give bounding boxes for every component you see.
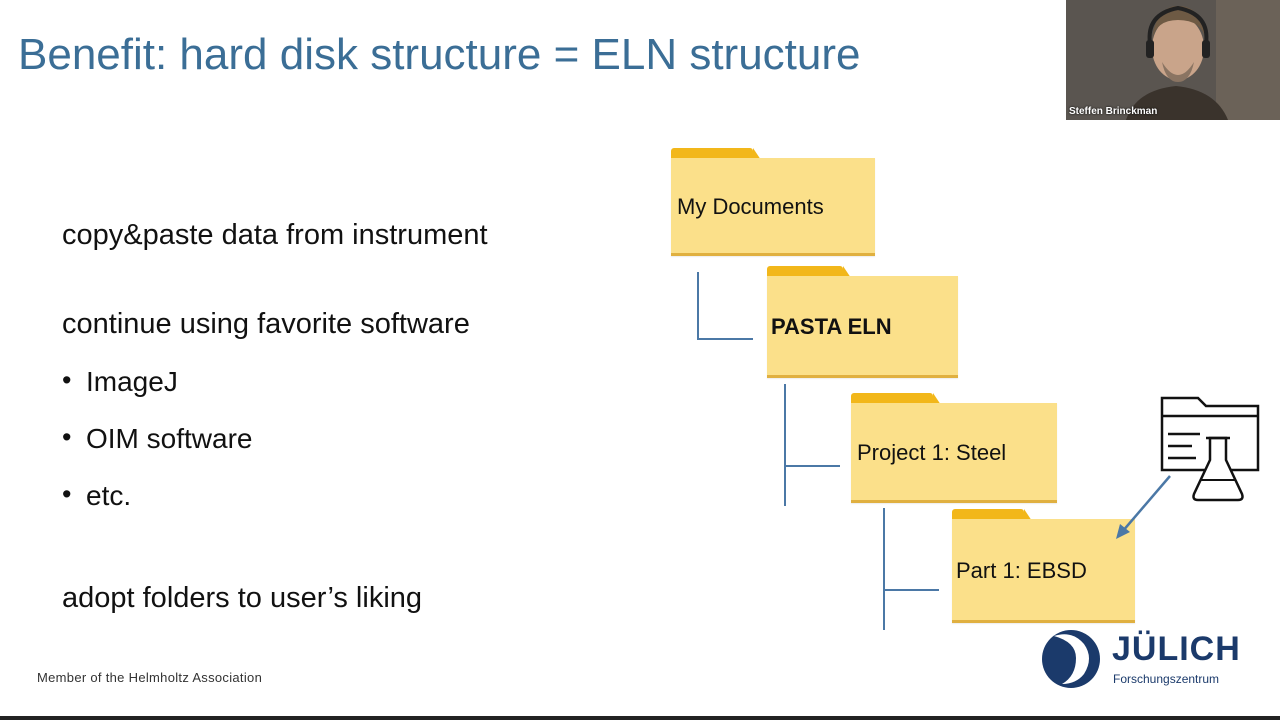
tree-connector	[697, 338, 753, 340]
folder-part-ebsd: Part 1: EBSD	[952, 509, 1135, 623]
footer-helmholtz: Member of the Helmholtz Association	[37, 670, 263, 685]
folder-label: My Documents	[677, 194, 824, 219]
folder-label: PASTA ELN	[771, 314, 892, 339]
tree-connector	[883, 589, 939, 591]
text-line-folders: adopt folders to user’s liking	[62, 582, 423, 614]
tree-connector	[784, 384, 786, 506]
webcam-feed[interactable]: Steffen Brinckman	[1066, 0, 1280, 120]
bullet-marker: •	[62, 422, 72, 452]
logo-name: JÜLICH	[1112, 630, 1241, 668]
julich-logo: JÜLICH Forschungszentrum	[1040, 626, 1250, 690]
text-line-software: continue using favorite software	[62, 308, 470, 340]
bullet-imagej: ImageJ	[86, 366, 178, 397]
bullet-marker: •	[62, 479, 72, 509]
folder-my-documents: My Documents	[671, 148, 875, 256]
tree-connector	[883, 508, 885, 630]
text-line-instrument: copy&paste data from instrument	[62, 219, 488, 251]
bullet-etc: etc.	[86, 480, 132, 511]
webcam-video	[1066, 0, 1280, 120]
bottom-edge	[0, 716, 1280, 720]
julich-logo-icon	[1042, 630, 1100, 688]
folder-label: Project 1: Steel	[857, 440, 1007, 465]
participant-name: Steffen Brinckman	[1069, 106, 1158, 117]
logo-subtitle: Forschungszentrum	[1113, 672, 1220, 686]
folder-pasta-eln: PASTA ELN	[767, 266, 958, 378]
slide-title: Benefit: hard disk structure = ELN struc…	[18, 30, 861, 79]
folder-label: Part 1: EBSD	[956, 558, 1087, 583]
bullet-oim-software: OIM software	[86, 423, 253, 454]
bullet-marker: •	[62, 365, 72, 395]
tree-connector	[784, 465, 840, 467]
folder-project-steel: Project 1: Steel	[851, 393, 1057, 503]
folder-lab-icon	[1116, 396, 1260, 539]
tree-connector	[697, 272, 699, 340]
